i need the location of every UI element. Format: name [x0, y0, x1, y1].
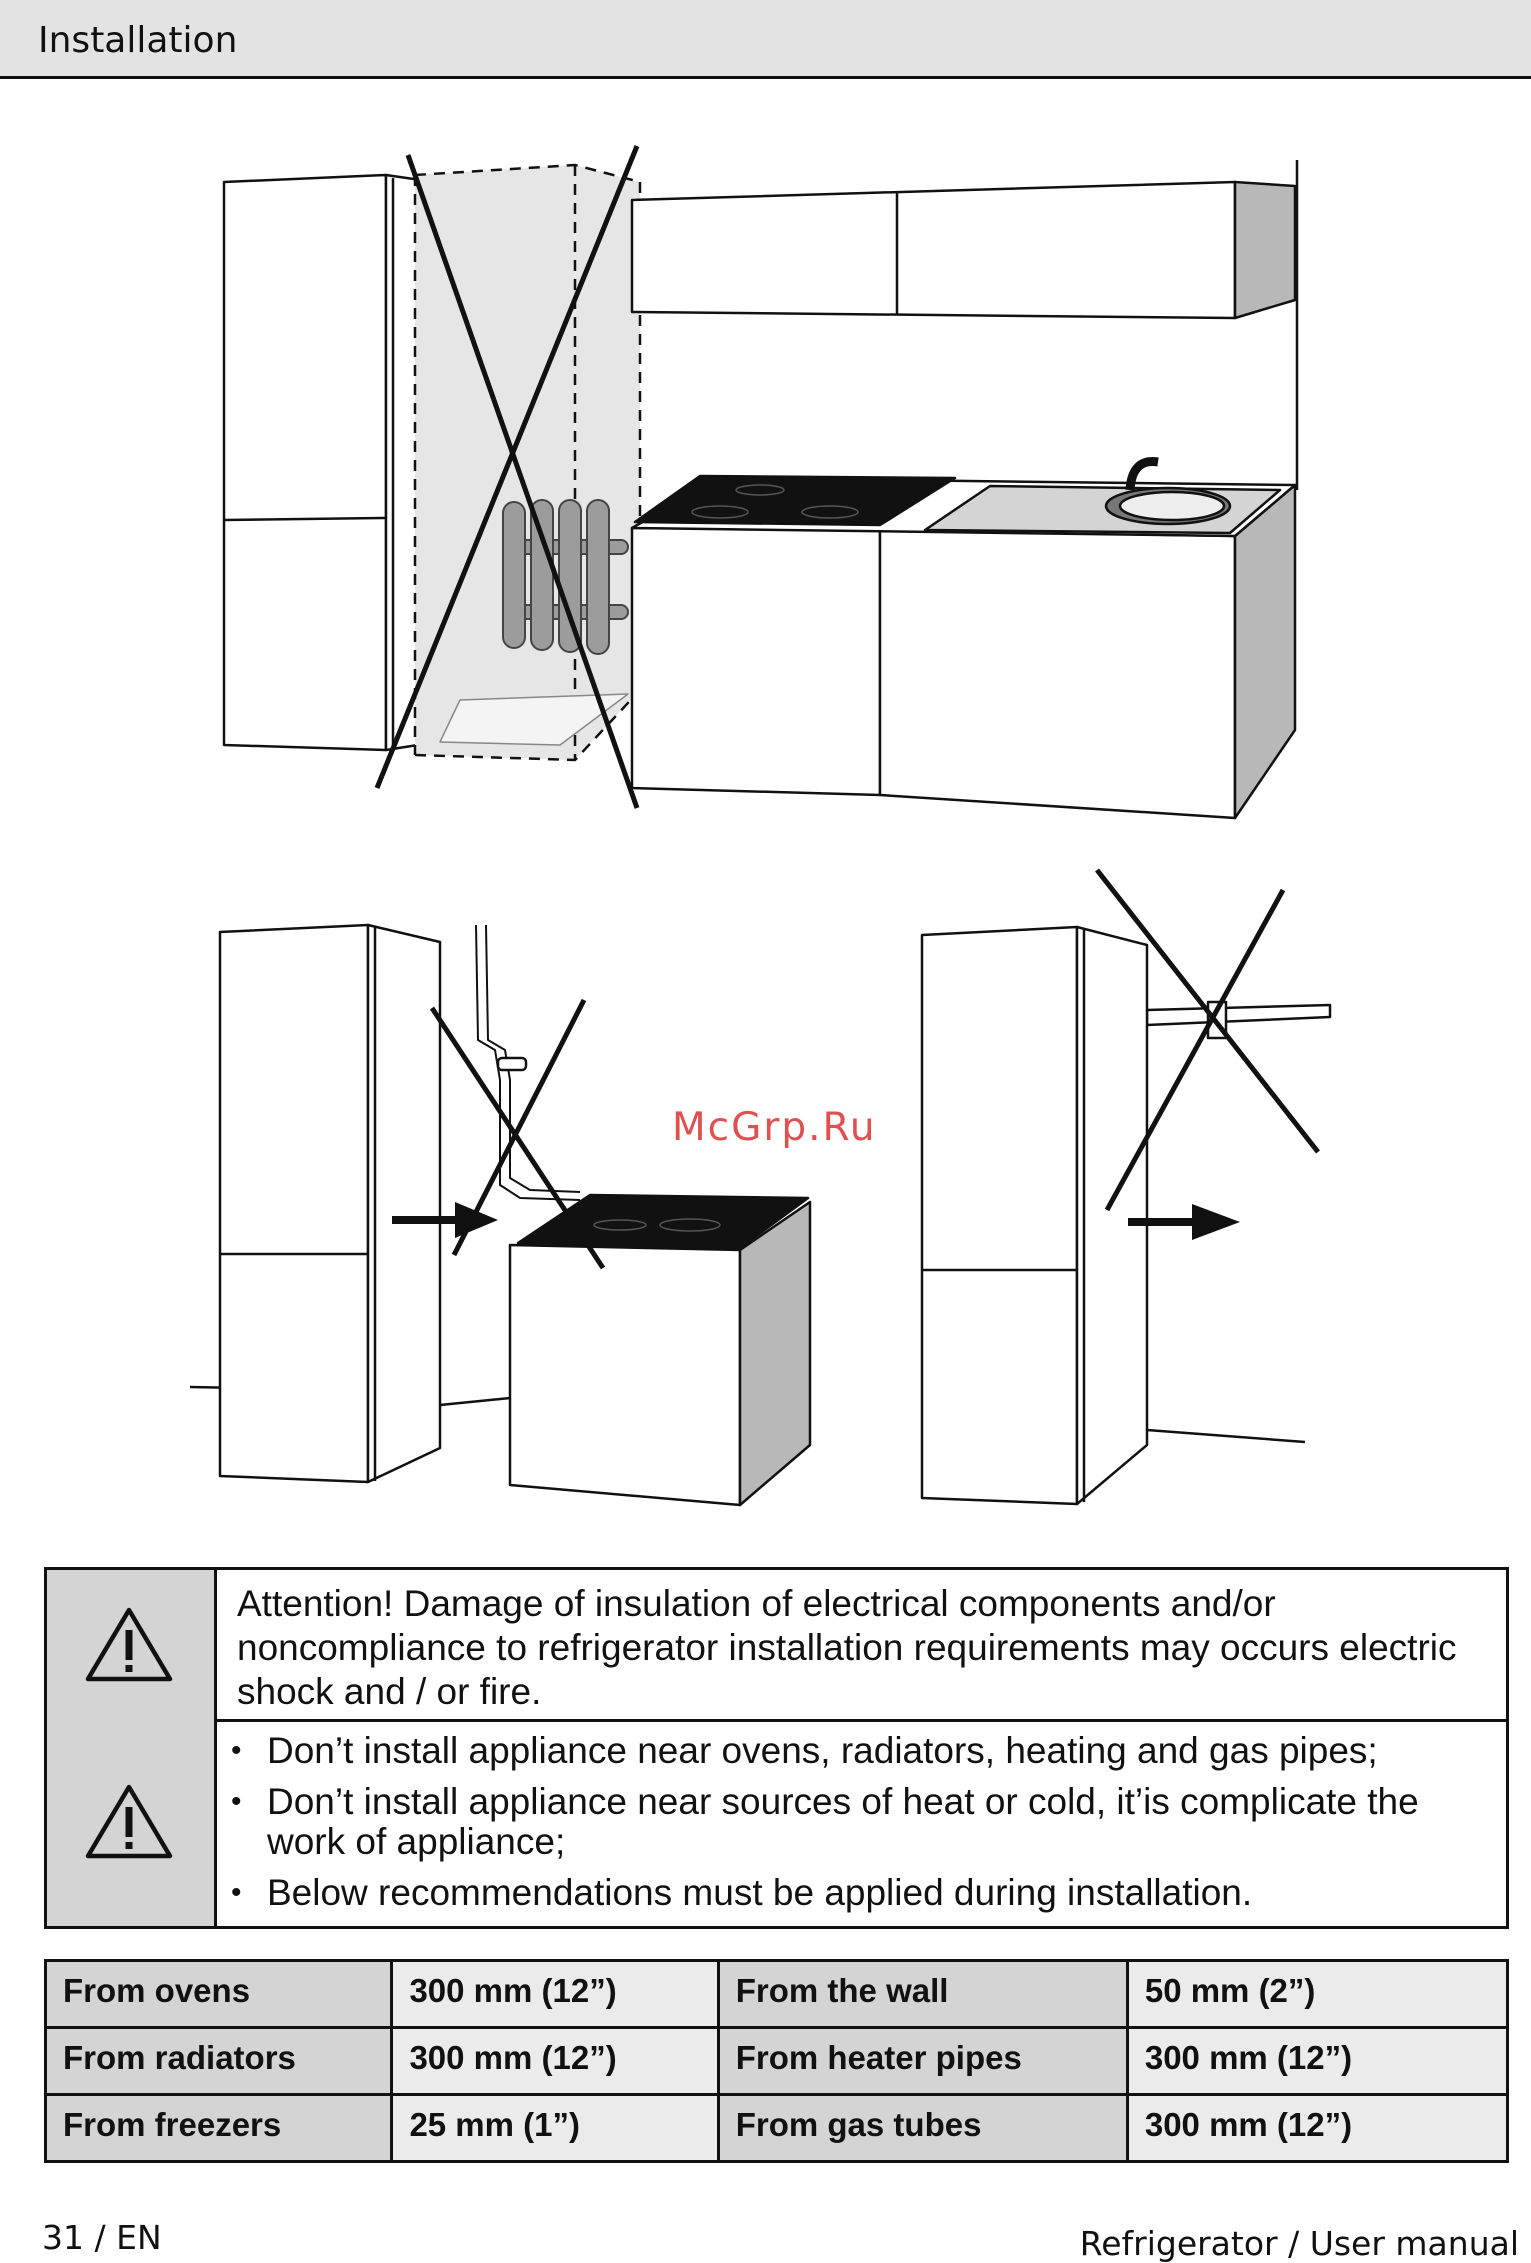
bullet-icon: •: [231, 1876, 242, 1909]
table-row: From freezers 25 mm (1”) From gas tubes …: [43, 2093, 1510, 2163]
distance-label: From freezers: [43, 2093, 394, 2163]
warning-triangle-icon: [85, 1784, 173, 1859]
watermark: McGrp.Ru: [672, 1105, 877, 1150]
radiator: [502, 499, 629, 655]
distance-label: From the wall: [716, 1959, 1129, 2029]
page-title: Installation: [38, 20, 238, 61]
distance-value: 300 mm (12”): [390, 1959, 720, 2029]
arrow-right-icon: [392, 1202, 498, 1238]
document-name: Refrigerator / User manual: [1079, 2224, 1519, 2263]
list-item: •Don’t install appliance near sources of…: [231, 1781, 1419, 1862]
warning-icon-cell: [47, 1719, 217, 1926]
warning-box: Attention! Damage of insulation of elect…: [44, 1567, 1509, 1929]
distance-label: From gas tubes: [716, 2093, 1129, 2163]
distance-label: From ovens: [43, 1959, 394, 2029]
bullet-icon: •: [231, 1785, 242, 1818]
fridge-bottom-right: [920, 925, 1332, 1506]
list-item: •Don’t install appliance near ovens, rad…: [231, 1730, 1378, 1771]
attention-text: Attention! Damage of insulation of elect…: [237, 1583, 1457, 1712]
recommendation-list: •Don’t install appliance near ovens, rad…: [227, 1731, 1497, 1924]
attention-row: Attention! Damage of insulation of elect…: [47, 1570, 1506, 1722]
cross-mark-top: [374, 145, 640, 809]
cross-mark-right: [1095, 868, 1320, 1212]
stove: [508, 1193, 812, 1507]
distance-value: 50 mm (2”): [1125, 1959, 1510, 2029]
warning-icon-cell: [47, 1570, 217, 1719]
kitchen-counter: [630, 457, 1297, 820]
list-item: •Below recommendations must be applied d…: [231, 1872, 1253, 1913]
table-row: From ovens 300 mm (12”) From the wall 50…: [43, 1959, 1510, 2029]
page-header: Installation: [0, 0, 1531, 79]
installation-illustration: [189, 145, 1332, 1507]
warning-triangle-icon: [85, 1607, 173, 1682]
distance-label: From radiators: [43, 2026, 394, 2096]
arrow-right-icon: [1128, 1204, 1240, 1240]
fridge-bottom-left: [189, 923, 581, 1484]
distance-table: From ovens 300 mm (12”) From the wall 50…: [43, 1959, 1510, 2163]
recommendations-row: •Don’t install appliance near ovens, rad…: [47, 1719, 1506, 1926]
table-row: From radiators 300 mm (12”) From heater …: [43, 2026, 1510, 2096]
wall-cabinets: [630, 160, 1299, 490]
distance-value: 300 mm (12”): [390, 2026, 720, 2096]
bullet-icon: •: [231, 1734, 242, 1767]
radiator-niche: [413, 163, 642, 762]
page-number: 31 / EN: [42, 2218, 162, 2257]
distance-value: 300 mm (12”): [1125, 2026, 1510, 2096]
distance-value: 25 mm (1”): [390, 2093, 720, 2163]
distance-value: 300 mm (12”): [1125, 2093, 1510, 2163]
distance-label: From heater pipes: [716, 2026, 1129, 2096]
